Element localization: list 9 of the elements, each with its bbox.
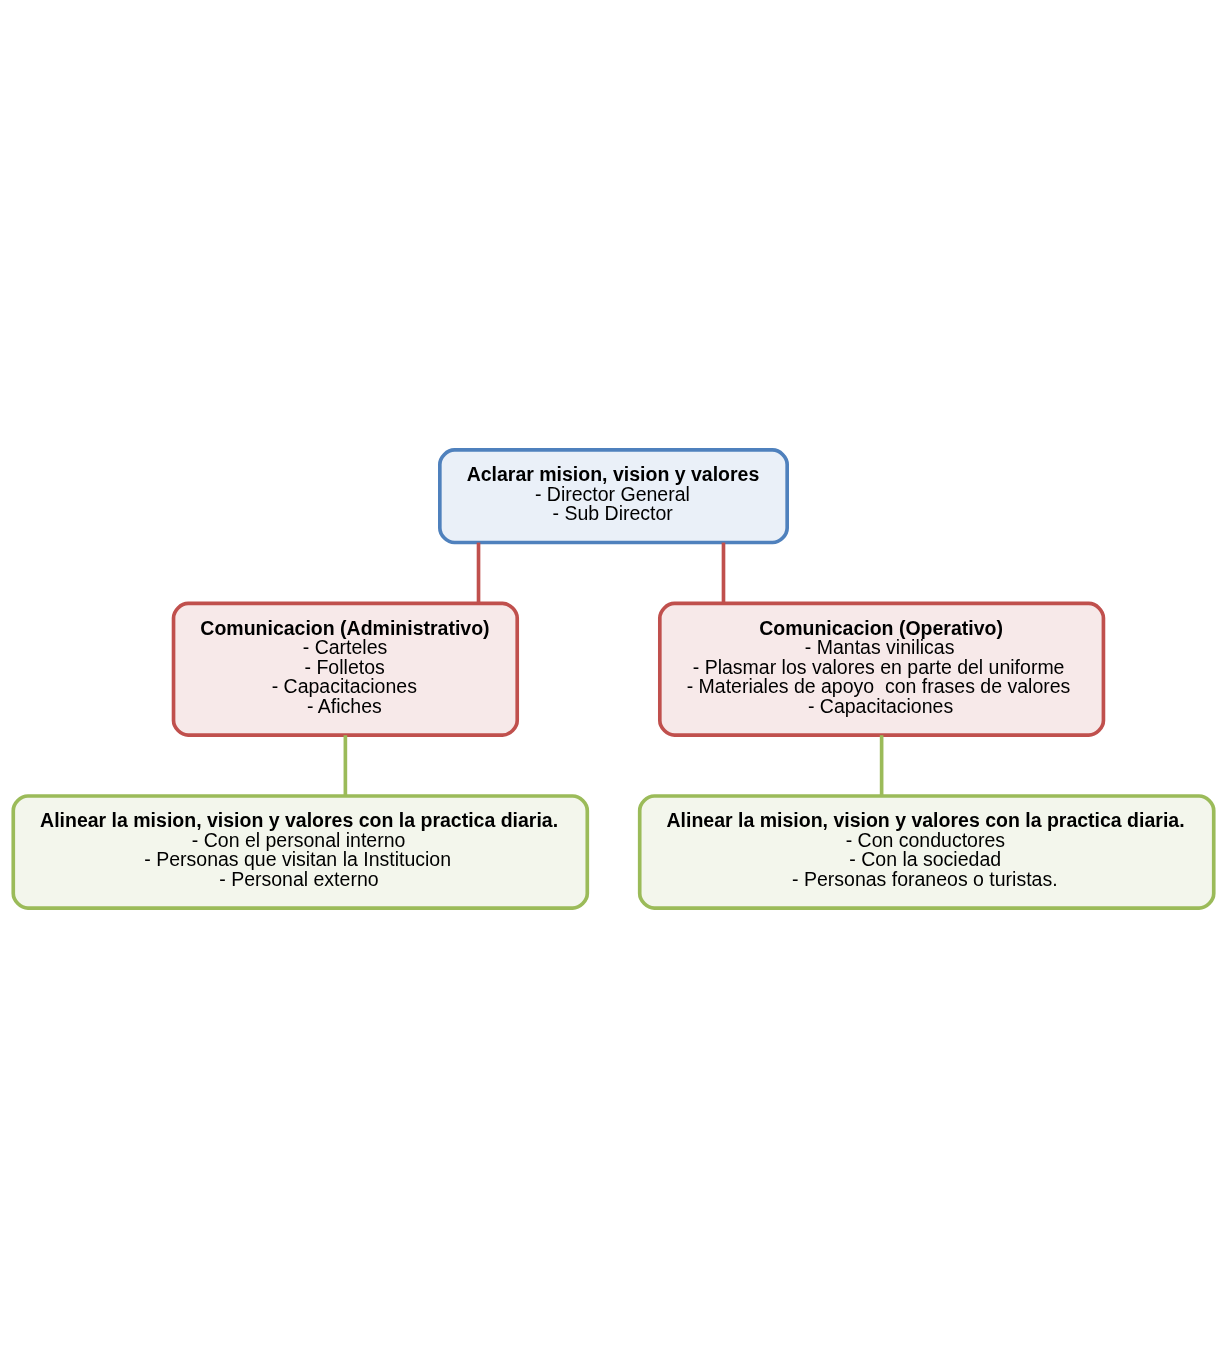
connector [879, 734, 884, 796]
connector [343, 734, 348, 796]
node-box: Comunicacion (Administrativo) - Carteles - Folletos - Capacitaciones - Afiches [171, 601, 520, 737]
node-box: Alinear la mision, vision y valores con la practica diaria. - Con conductores - Con la sociedad - Personas foraneos o turistas. [637, 793, 1216, 910]
node-box: Alinear la mision, vision y valores con la practica diaria. - Con el personal interno - Personas que visitan la Institucion - Personal externo [11, 793, 590, 910]
node-box: Comunicacion (Operativo) - Mantas vinilicas - Plasmar los valores en parte del uniforme - Materiales de apoyo con frases de valores - Capacitaciones [657, 601, 1106, 737]
connector [721, 542, 726, 603]
node-box: Aclarar mision, vision y valores - Director General - Sub Director [438, 447, 789, 544]
connector [476, 542, 481, 603]
